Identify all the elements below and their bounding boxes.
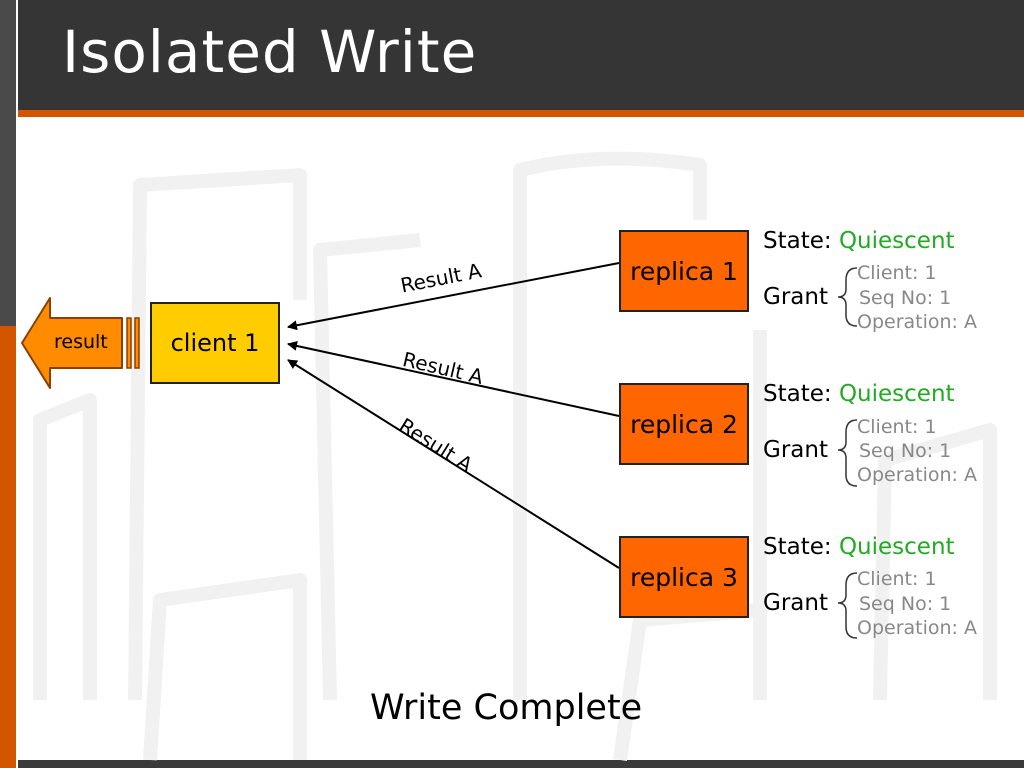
replica-2-grant-label: Grant bbox=[763, 437, 828, 463]
state-value: Quiescent bbox=[838, 381, 955, 407]
grant-brace-3 bbox=[837, 572, 858, 639]
title-rule bbox=[18, 110, 1024, 117]
replica-1-grant-label: Grant bbox=[763, 284, 828, 310]
replica-1-grant-client: Client: 1 bbox=[857, 262, 937, 284]
replica-3-grant-op: Operation: A bbox=[857, 617, 977, 639]
arrow-replica-3-to-client bbox=[287, 359, 620, 569]
client-node: client 1 bbox=[150, 302, 280, 384]
arrow-replica-2-to-client bbox=[287, 341, 620, 417]
replica-2-grant-client: Client: 1 bbox=[857, 416, 937, 438]
arrow-replica-1-to-client bbox=[287, 262, 620, 331]
left-bar-orange bbox=[0, 326, 16, 768]
grant-brace-1 bbox=[837, 267, 858, 327]
state-label: State: bbox=[763, 381, 832, 407]
replica-2-grant-op: Operation: A bbox=[857, 464, 977, 486]
replica-3-grant-client: Client: 1 bbox=[857, 568, 937, 590]
state-label: State: bbox=[763, 534, 832, 560]
result-arrow-shape bbox=[21, 297, 140, 389]
state-value: Quiescent bbox=[838, 228, 955, 254]
state-label: State: bbox=[763, 228, 832, 254]
bottom-rule bbox=[18, 760, 1024, 768]
replica-1-state: State: Quiescent bbox=[763, 228, 955, 254]
footer-caption: Write Complete bbox=[370, 688, 643, 728]
replica-node-1: replica 1 bbox=[619, 230, 749, 312]
replica-2-state: State: Quiescent bbox=[763, 381, 955, 407]
replica-1-grant-seq: Seq No: 1 bbox=[859, 287, 952, 309]
replica-node-2: replica 2 bbox=[619, 383, 749, 465]
state-value: Quiescent bbox=[838, 534, 955, 560]
slide-title: Isolated Write bbox=[62, 18, 478, 86]
replica-3-state: State: Quiescent bbox=[763, 534, 955, 560]
replica-1-grant-op: Operation: A bbox=[857, 311, 977, 333]
replica-3-grant-label: Grant bbox=[763, 590, 828, 616]
grant-brace-2 bbox=[837, 419, 858, 487]
left-bar-dark bbox=[0, 0, 16, 326]
replica-node-3: replica 3 bbox=[619, 536, 749, 618]
result-arrow-label: result bbox=[54, 331, 108, 353]
replica-2-grant-seq: Seq No: 1 bbox=[859, 440, 952, 462]
title-bar bbox=[18, 0, 1024, 110]
replica-3-grant-seq: Seq No: 1 bbox=[859, 593, 952, 615]
